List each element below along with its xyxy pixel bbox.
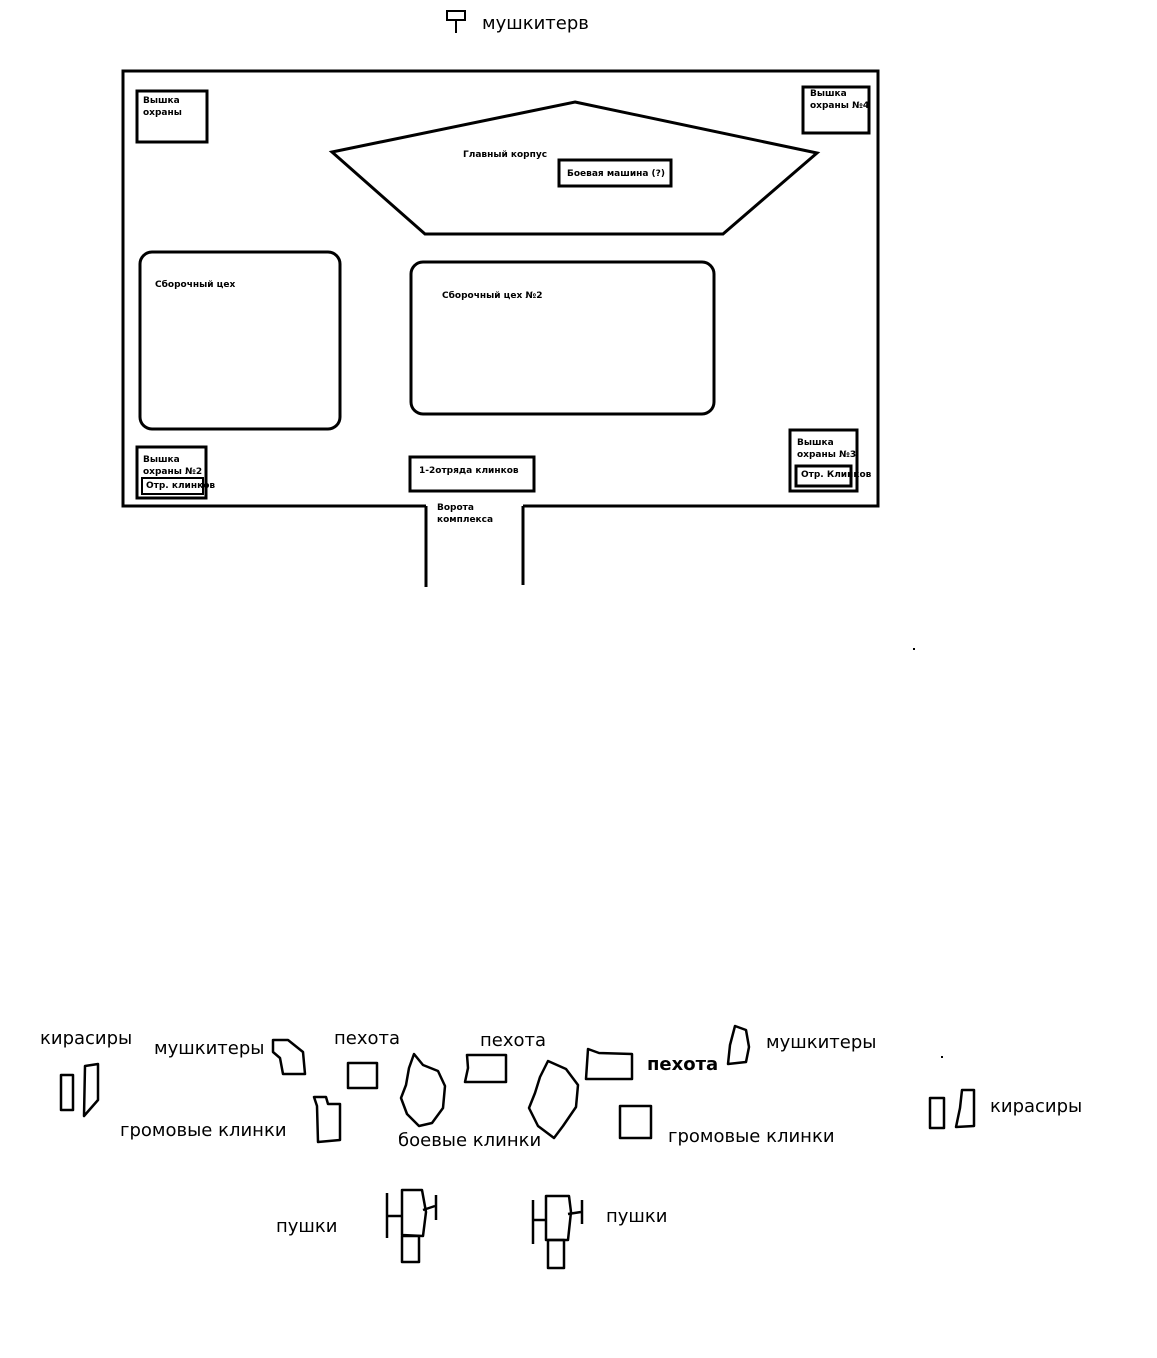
- blade-squad-tower2-box: [141, 477, 204, 495]
- cuirassiers-right-mark-b: [954, 1088, 976, 1129]
- complex-wall: [121, 69, 880, 508]
- cannons-left-label: пушки: [276, 1216, 338, 1237]
- thunder-blades-right-mark: [618, 1104, 653, 1140]
- workshop-2-label: Сборочный цех №2: [442, 291, 543, 301]
- musketeers-left-mark: [271, 1038, 307, 1076]
- cannons-right-label: пушки: [606, 1206, 668, 1227]
- tower-2-label: Вышка охраны №2: [143, 455, 203, 477]
- combat-blades-mark-a: [399, 1052, 447, 1128]
- cuirassiers-left-mark-a: [59, 1073, 75, 1112]
- stray-dot-2: [941, 1056, 943, 1058]
- musketeers-right-mark: [726, 1024, 751, 1066]
- infantry-1-mark: [346, 1061, 379, 1090]
- tower-4-label: Вышка охраны №4: [810, 89, 870, 111]
- thunder-blades-left-label: громовые клинки: [120, 1120, 287, 1141]
- cannon-right-mark: [531, 1194, 584, 1270]
- cuirassiers-right-label: кирасиры: [990, 1096, 1083, 1117]
- infantry-3-label: пехота: [647, 1054, 719, 1075]
- gate-label: Ворота комплекса: [437, 503, 494, 525]
- tower-1-label: Вышка охраны: [143, 96, 182, 118]
- infantry-1-label: пехота: [334, 1028, 401, 1049]
- main-building-shape: [328, 100, 821, 236]
- blade-squad-tower3-box: [794, 464, 853, 488]
- tower-4-box: [801, 85, 871, 135]
- war-machine-label: Боевая машина (?): [567, 169, 665, 179]
- tower-2-box: [135, 445, 208, 500]
- musketeer-legend-icon: [446, 10, 466, 33]
- cuirassiers-left-label: кирасиры: [40, 1028, 133, 1049]
- blade-squads-label: 1-2отряда клинков: [419, 466, 519, 476]
- workshop-1-label: Сборочный цех: [155, 280, 236, 290]
- cuirassiers-left-mark-b: [82, 1062, 100, 1118]
- tower-1-box: [135, 89, 209, 144]
- thunder-blades-left-mark: [312, 1095, 342, 1144]
- cuirassiers-right-mark-a: [928, 1096, 946, 1130]
- musketeer-legend-label: мушкитерв: [482, 13, 589, 34]
- infantry-2-label: пехота: [480, 1030, 547, 1051]
- stray-dot-1: [913, 648, 915, 650]
- blade-squad-tower3-label: Отр. Клинков: [801, 470, 872, 480]
- combat-blades-mark-b: [527, 1059, 580, 1140]
- musketeers-left-label: мушкитеры: [154, 1038, 265, 1059]
- tower-3-label: Вышка охраны №3: [797, 438, 857, 460]
- blade-squad-tower2-label: Отр. клинков: [146, 481, 216, 491]
- blade-squads-box: [408, 455, 536, 493]
- main-building-label: Главный корпус: [463, 150, 548, 160]
- cannon-left-mark: [385, 1188, 438, 1264]
- musketeers-right-label: мушкитеры: [766, 1032, 877, 1053]
- war-machine-box: [557, 158, 673, 188]
- workshop-1-box: [138, 250, 342, 431]
- workshop-2-box: [409, 260, 716, 416]
- infantry-3-mark: [584, 1047, 634, 1081]
- thunder-blades-right-label: громовые клинки: [668, 1126, 835, 1147]
- tower-3-box: [788, 428, 859, 493]
- combat-blades-label: боевые клинки: [398, 1130, 542, 1151]
- infantry-2-mark: [463, 1053, 508, 1084]
